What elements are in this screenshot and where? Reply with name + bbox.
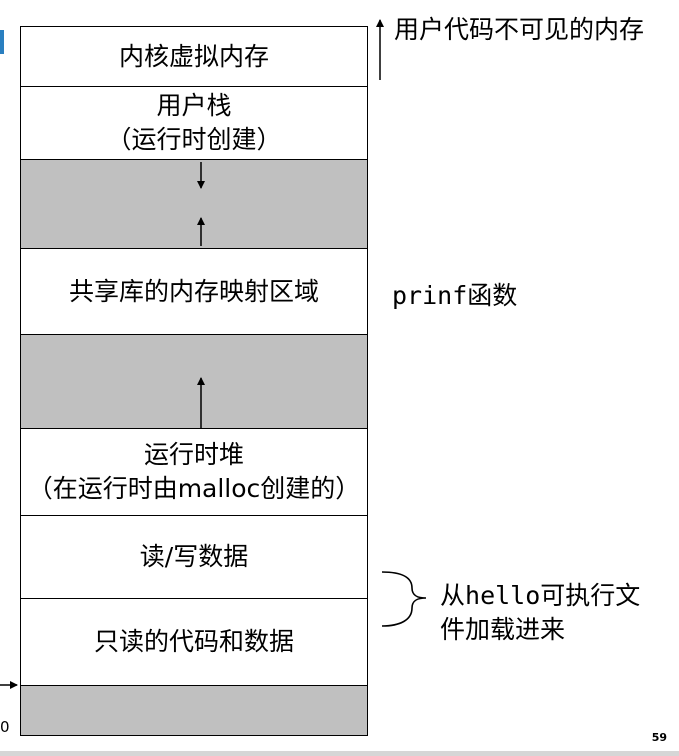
kernel-virtual-memory-region: 内核虚拟内存 <box>20 26 368 87</box>
kernel-label: 内核虚拟内存 <box>118 41 269 71</box>
page-number: 59 <box>651 731 667 744</box>
printf-code: prinf <box>392 281 468 310</box>
rw-data-label: 读/写数据 <box>139 542 249 572</box>
printf-suffix: 函数 <box>467 281 518 310</box>
bottom-bar <box>0 751 679 756</box>
slide-edge-marker <box>0 30 4 54</box>
unused-bottom-region <box>20 685 368 736</box>
user-stack-sublabel: （运行时创建） <box>106 125 282 154</box>
address-zero-label: 0 <box>0 718 10 736</box>
ro-code-label: 只读的代码和数据 <box>93 627 294 657</box>
hello-code: hello <box>465 581 541 610</box>
heap-label: 运行时堆 <box>143 440 244 470</box>
read-only-code-region: 只读的代码和数据 <box>20 598 368 686</box>
heap-sublabel: （在运行时由malloc创建的） <box>27 474 361 503</box>
kernel-invisible-note: 用户代码不可见的内存 <box>394 15 645 44</box>
hello-suffix: 可执行文 <box>540 581 641 610</box>
shared-library-label: 共享库的内存映射区域 <box>68 276 319 306</box>
hello-load-note-line2: 件加载进来 <box>440 615 566 644</box>
hello-prefix: 从 <box>440 581 466 610</box>
printf-note: prinf函数 <box>392 276 517 312</box>
user-stack-label: 用户栈 <box>156 91 232 121</box>
hello-brace <box>381 571 427 627</box>
shared-library-region: 共享库的内存映射区域 <box>20 248 368 335</box>
user-stack-region: 用户栈 （运行时创建） <box>20 86 368 160</box>
hello-load-note-line1: 从hello可执行文 <box>440 576 640 612</box>
read-write-data-region: 读/写数据 <box>20 515 368 599</box>
